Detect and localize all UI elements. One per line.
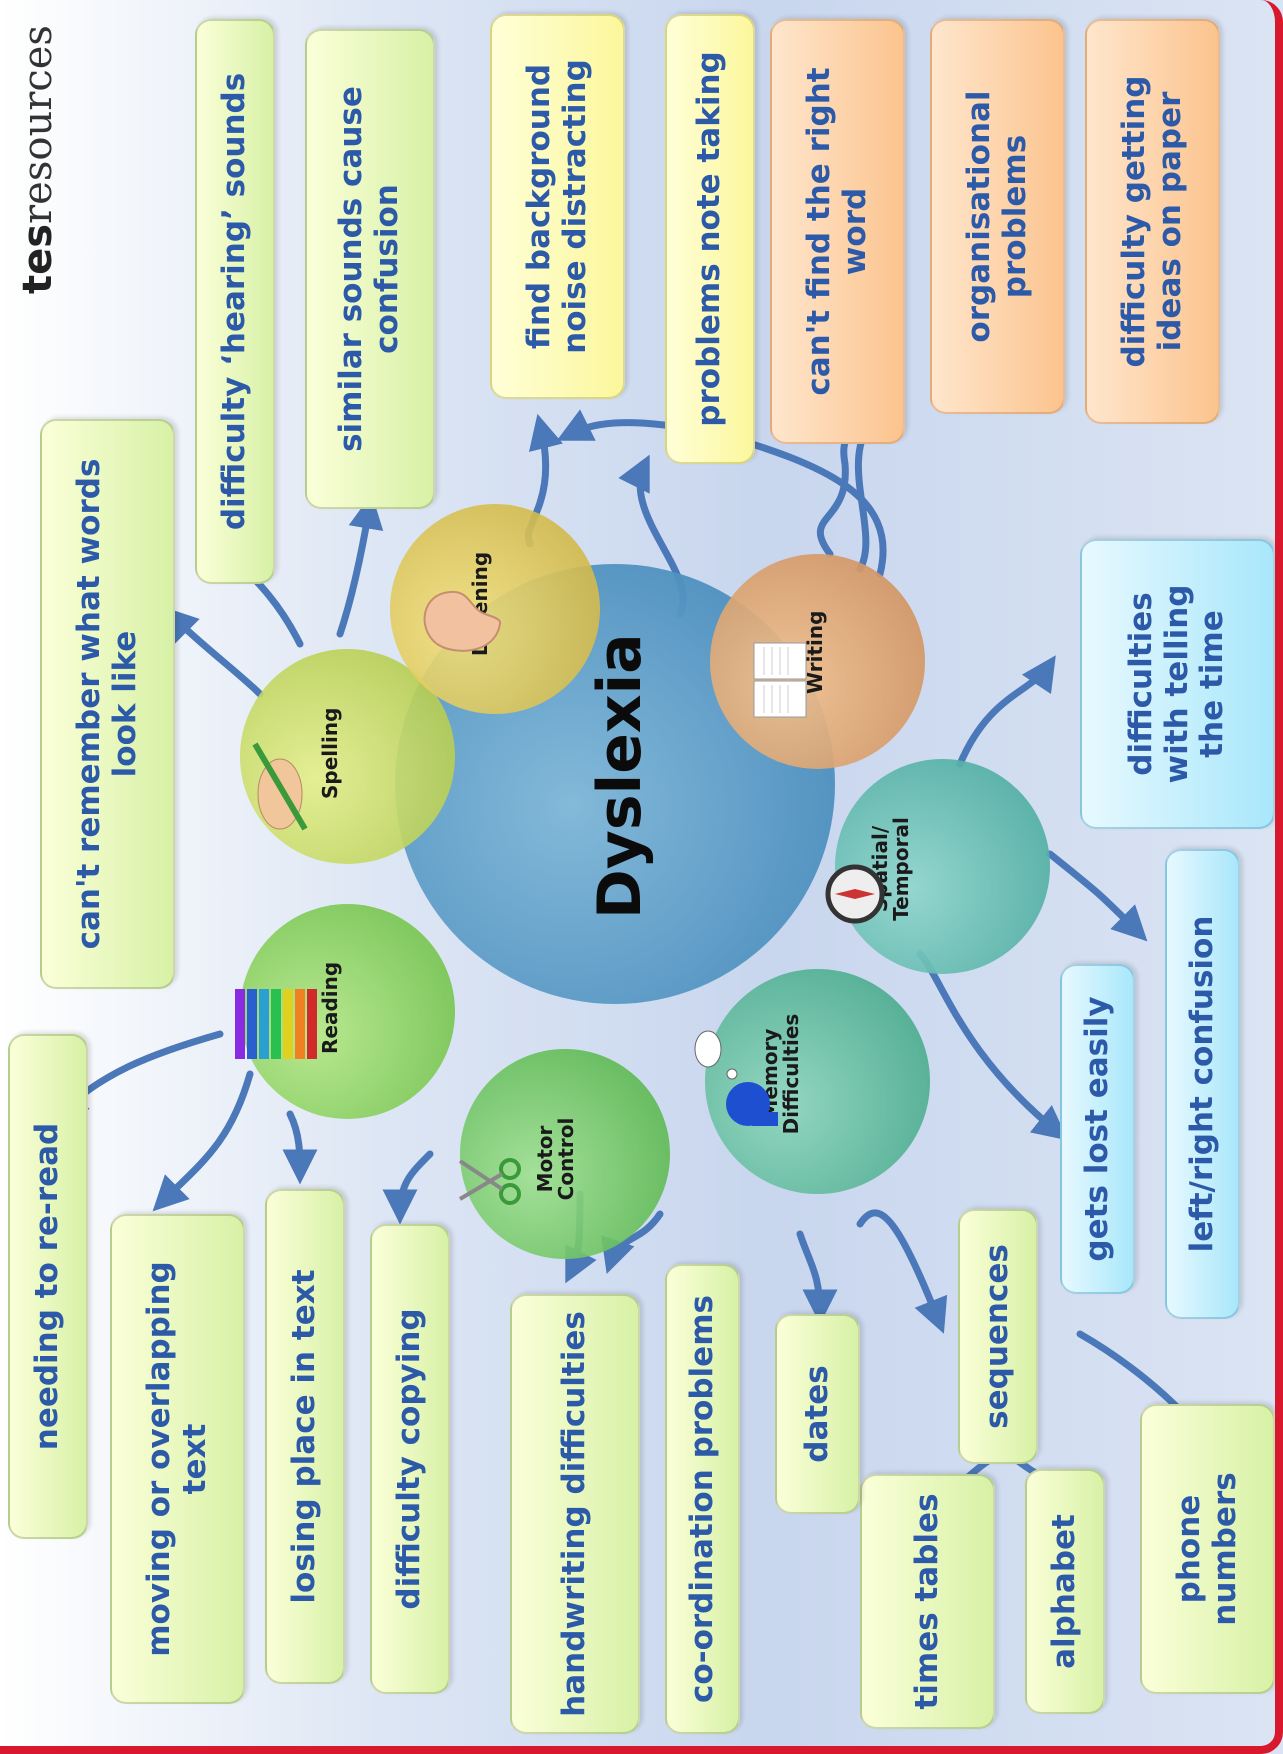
- box-remember-words: can't remember what words look like: [40, 419, 175, 989]
- tes-logo: tesresources: [15, 25, 61, 294]
- box-alphabet: alphabet: [1025, 1469, 1105, 1714]
- box-losing-place: losing place in text: [265, 1189, 345, 1684]
- arrow-telling-time: [956, 655, 1056, 768]
- arrow-losing-place: [282, 1110, 318, 1185]
- box-right-word: can't find the right word: [770, 19, 905, 444]
- thinking-figure-icon: [694, 1030, 778, 1126]
- box-similar-sounds: similar sounds cause confusion: [305, 29, 435, 509]
- arrow-remember: [162, 606, 264, 698]
- box-hearing-sounds: difficulty ‘hearing’ sounds: [195, 19, 275, 584]
- arrow-dates: [796, 1230, 838, 1325]
- arrow-coordination: [601, 1210, 664, 1274]
- box-sequences: sequences: [958, 1209, 1038, 1464]
- ear-icon: [423, 590, 502, 652]
- label-motor: Motor Control: [533, 1117, 578, 1201]
- book-icon: [753, 642, 807, 718]
- arrow-copying: [382, 1150, 434, 1225]
- box-times-tables: times tables: [860, 1474, 995, 1729]
- arrow-similar: [336, 493, 384, 638]
- scissors-icon: [458, 1158, 521, 1205]
- box-organisational: organisational problems: [930, 19, 1065, 414]
- box-background-noise: find background noise distracting: [490, 14, 625, 399]
- box-left-right: left/right confusion: [1165, 849, 1240, 1319]
- center-title: Dyslexia: [585, 633, 655, 919]
- box-dates: dates: [775, 1314, 860, 1514]
- box-note-taking: problems note taking: [665, 14, 755, 464]
- arrow-left-right: [1046, 850, 1148, 942]
- box-lost-easily: gets lost easily: [1060, 964, 1135, 1294]
- arrow-sequences: [856, 1209, 948, 1334]
- hand-pencil-icon: [252, 742, 308, 831]
- box-ideas-on-paper: difficulty getting ideas on paper: [1085, 19, 1220, 424]
- box-copying: difficulty copying: [370, 1224, 450, 1694]
- box-moving-text: moving or overlapping text: [110, 1214, 245, 1704]
- compass-icon: [825, 864, 885, 924]
- books-stack-icon: [235, 989, 317, 1059]
- label-spelling: Spelling: [318, 707, 342, 799]
- box-phone-numbers: phone numbers: [1140, 1404, 1275, 1694]
- arrow-moving: [152, 1070, 254, 1212]
- arrow-lost-easily: [916, 950, 1069, 1141]
- box-telling-time: difficulties with telling the time: [1080, 539, 1275, 829]
- box-handwriting: handwriting difficulties: [510, 1294, 640, 1734]
- box-re-read: needing to re-read: [8, 1034, 88, 1539]
- box-coordination: co-ordination problems: [665, 1264, 740, 1734]
